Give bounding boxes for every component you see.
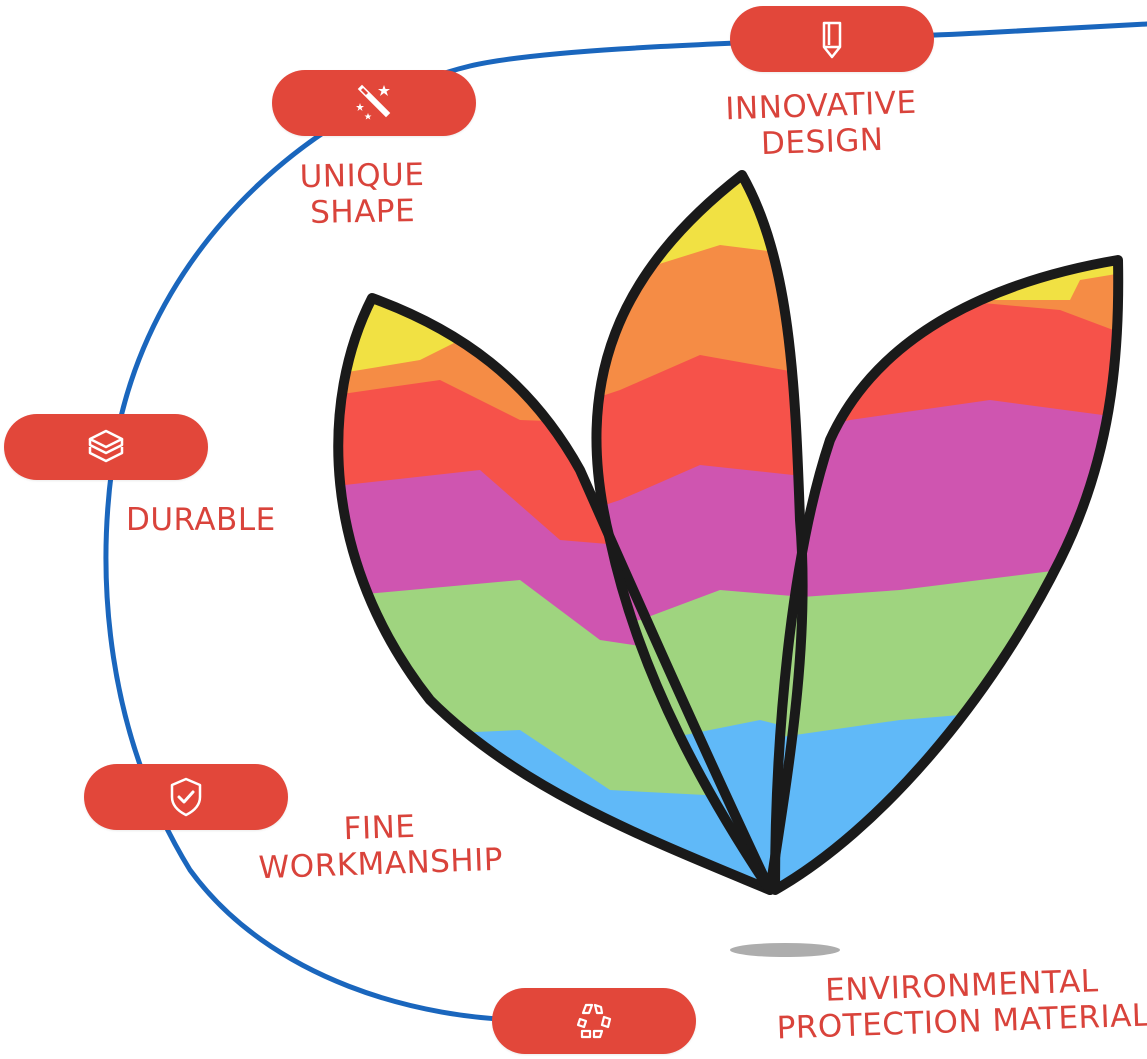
feature-pill-fine-workmanship	[84, 764, 288, 830]
feature-label-environmental-protection-material: ENVIRONMENTAL PROTECTION MATERIAL	[775, 962, 1147, 1046]
pencil-icon	[822, 21, 842, 59]
kite-right-petal	[775, 260, 1119, 890]
magic-wand-icon	[356, 84, 391, 120]
kite-outline	[333, 170, 1124, 895]
feature-pill-durable	[4, 414, 208, 480]
label-line: SHAPE	[309, 193, 416, 231]
layers-icon	[88, 429, 124, 463]
feature-label-durable: DURABLE	[126, 502, 276, 538]
feature-label-unique-shape: UNIQUE SHAPE	[299, 157, 425, 231]
feature-pill-innovative-design	[730, 6, 934, 72]
label-line: DURABLE	[126, 502, 276, 538]
label-line: INNOVATIVE	[724, 84, 918, 128]
kite-shadow	[730, 943, 840, 957]
feature-label-fine-workmanship: FINE WORKMANSHIP	[257, 806, 503, 886]
label-line: UNIQUE	[299, 156, 425, 196]
feature-label-innovative-design: INNOVATIVE DESIGN	[725, 85, 919, 164]
feature-pill-environmental-protection-material	[492, 988, 696, 1054]
label-line: DESIGN	[760, 121, 885, 163]
recycle-icon	[576, 1003, 612, 1039]
shield-check-icon	[170, 777, 202, 817]
feature-pill-unique-shape	[272, 70, 476, 136]
